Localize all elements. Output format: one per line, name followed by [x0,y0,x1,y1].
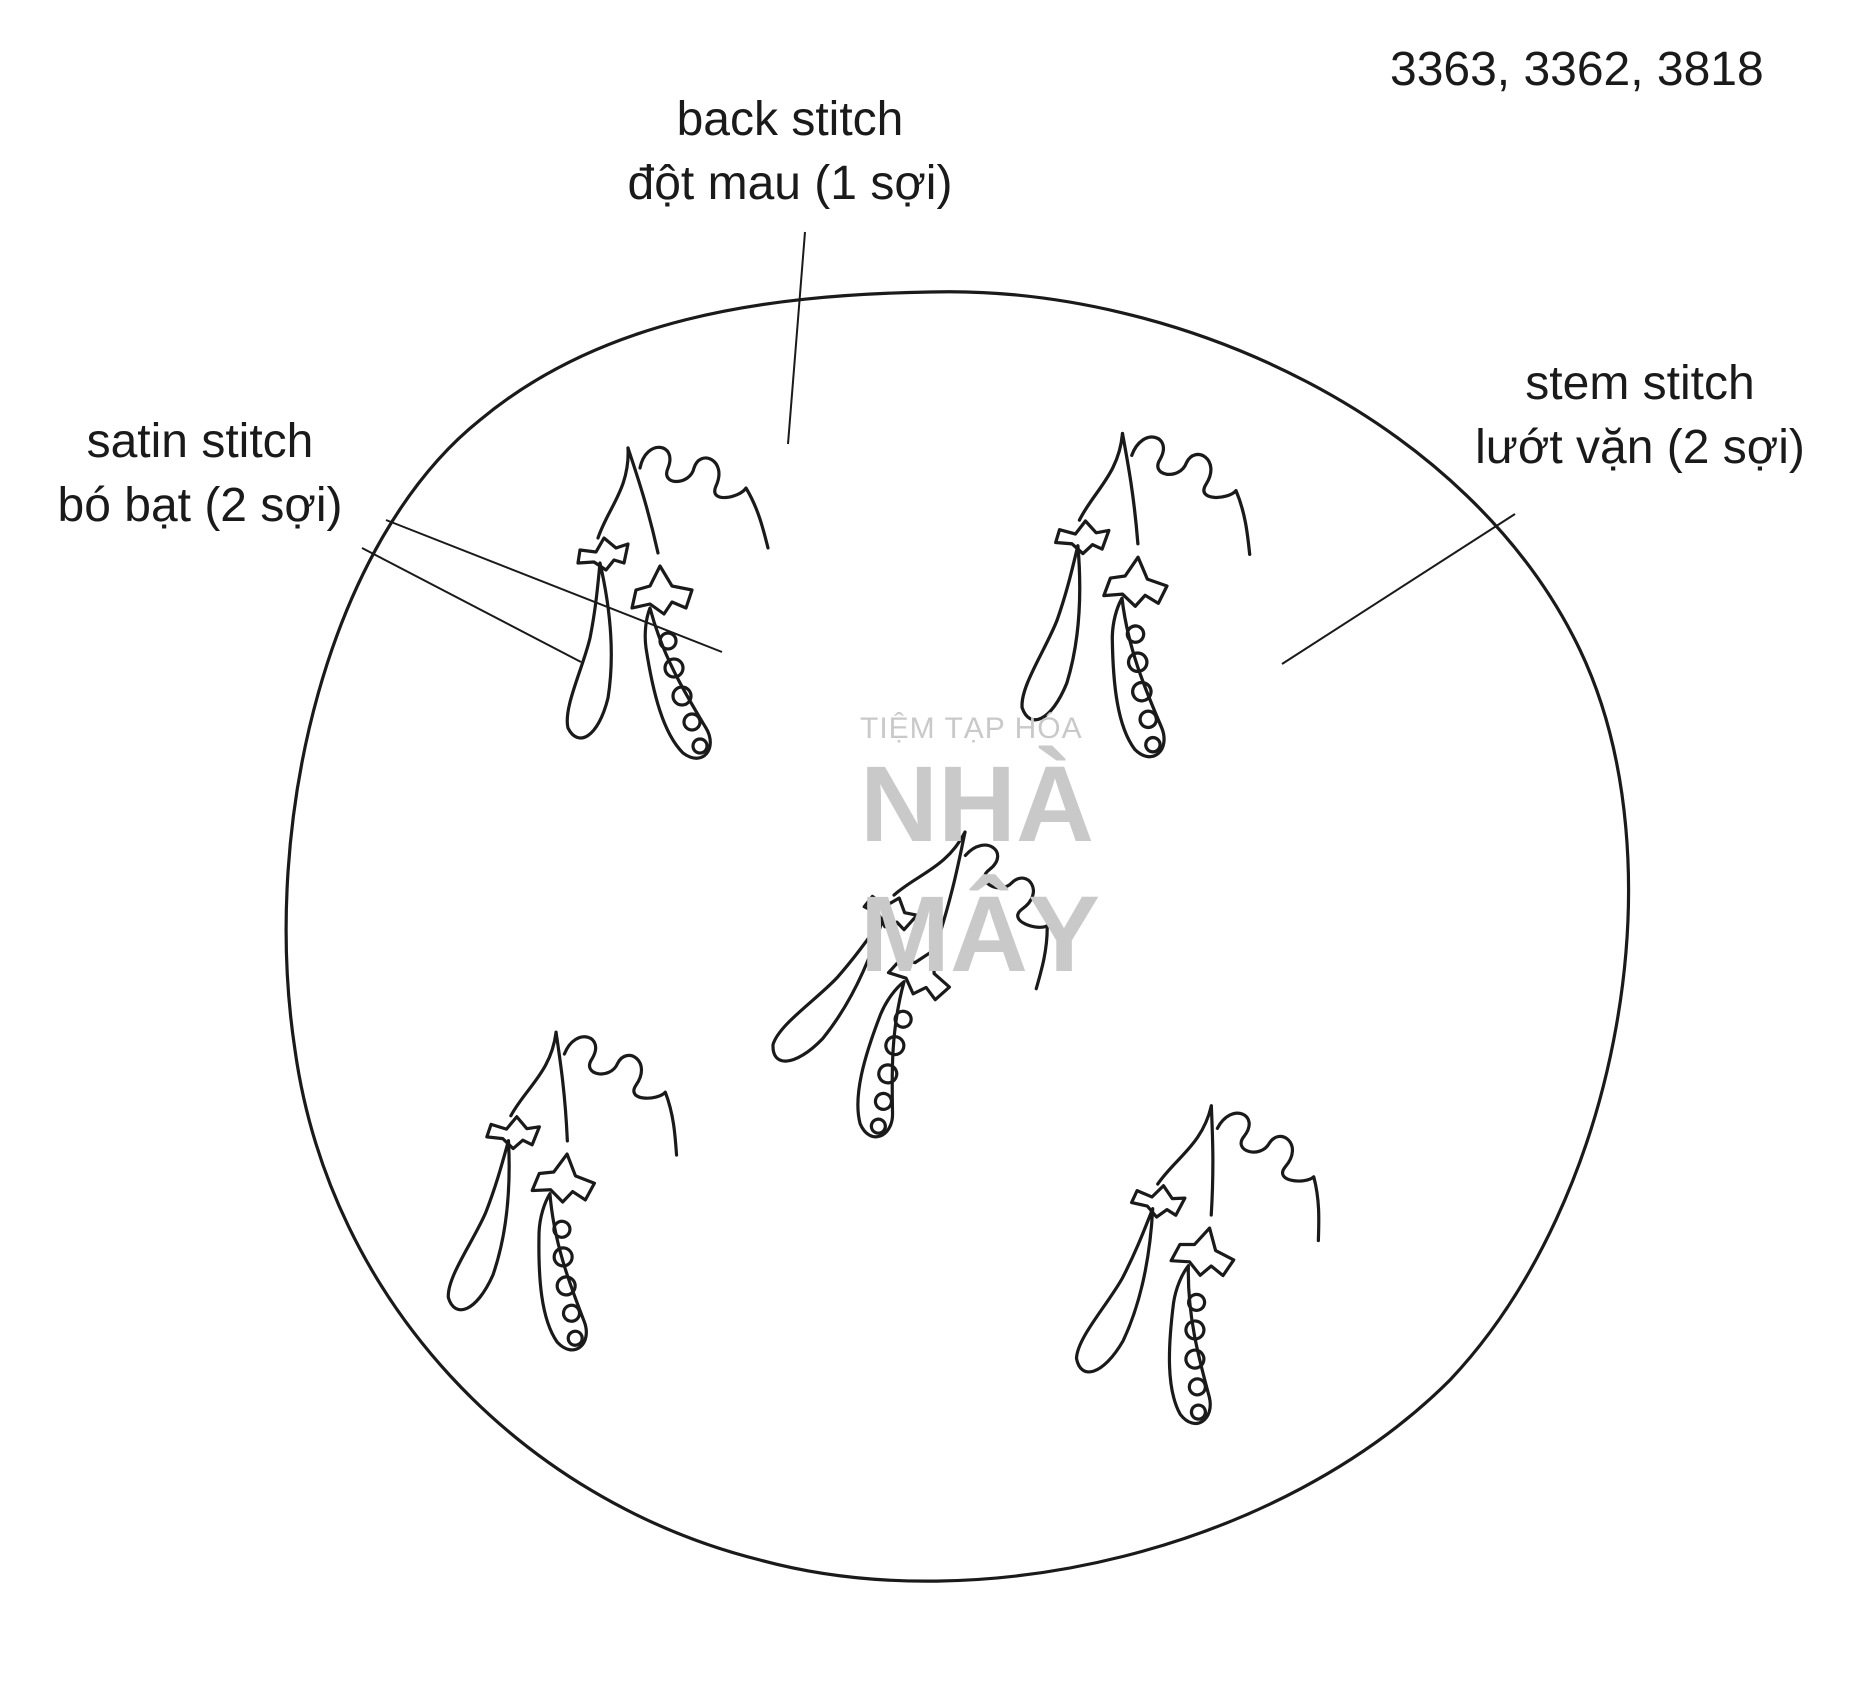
satin-stitch-leader-1 [361,547,582,663]
stem-stitch-leader [1281,513,1516,665]
satin-stitch-vietnamese: bó bạt (2 sợi) [57,479,343,532]
stem-stitch-vietnamese: lướt vặn (2 sợi) [1475,421,1805,474]
pea-cluster-bottom-right [1065,1086,1348,1445]
back-stitch-name: back stitch [676,93,904,146]
satin-stitch-name: satin stitch [86,415,314,468]
back-stitch-vietnamese: đột mau (1 sợi) [627,157,953,210]
watermark-word-1: NHÀ [860,743,1094,864]
pea-cluster-bottom-left [440,1019,696,1364]
thread-color-codes: 3363, 3362, 3818 [1390,43,1764,96]
stem-stitch-callout: stem stitch lướt vặn (2 sợi) [1440,352,1840,480]
watermark-word-2: MÂY [860,873,1100,994]
back-stitch-leader [787,231,806,445]
satin-stitch-leader-2 [385,519,723,653]
stem-stitch-name: stem stitch [1525,357,1755,410]
satin-stitch-callout: satin stitch bó bạt (2 sợi) [20,410,380,538]
hoop-outline [284,290,1631,1583]
back-stitch-callout: back stitch đột mau (1 sợi) [590,88,990,216]
watermark-shop-name: TIỆM TẠP HÓA [860,712,1083,745]
